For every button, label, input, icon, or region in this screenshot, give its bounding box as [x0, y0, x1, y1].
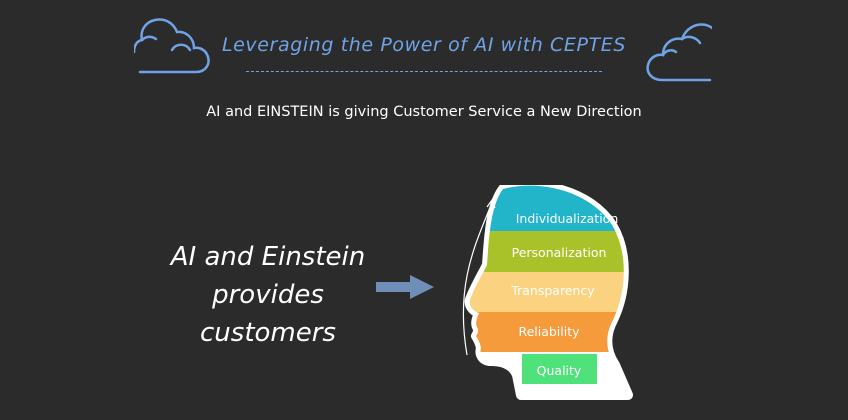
page-title: Leveraging the Power of AI with CEPTES	[221, 34, 627, 56]
cloud-icon-left	[134, 18, 210, 74]
profile-curve	[462, 204, 492, 356]
cloud-icon-right	[646, 23, 712, 82]
left-statement: AI and Einstein provides customers	[155, 238, 381, 352]
band-transparency	[469, 272, 629, 312]
head-diagram: Individualization Personalization Transp…	[462, 185, 633, 400]
left-statement-line: customers	[200, 318, 336, 348]
band-label: Quality	[537, 363, 582, 378]
band-personalization	[469, 231, 629, 272]
arrow-right-icon	[376, 275, 434, 299]
subtitle: AI and EINSTEIN is giving Customer Servi…	[206, 104, 642, 120]
band-label: Reliability	[518, 324, 580, 339]
band-label: Individualization	[516, 211, 619, 226]
left-statement-line: provides	[212, 280, 324, 310]
band-quality	[522, 354, 597, 384]
left-statement-line: AI and Einstein	[170, 242, 366, 272]
band-reliability	[469, 312, 629, 352]
band-label: Transparency	[510, 283, 595, 298]
band-label: Personalization	[512, 245, 607, 260]
title-divider	[246, 71, 602, 72]
